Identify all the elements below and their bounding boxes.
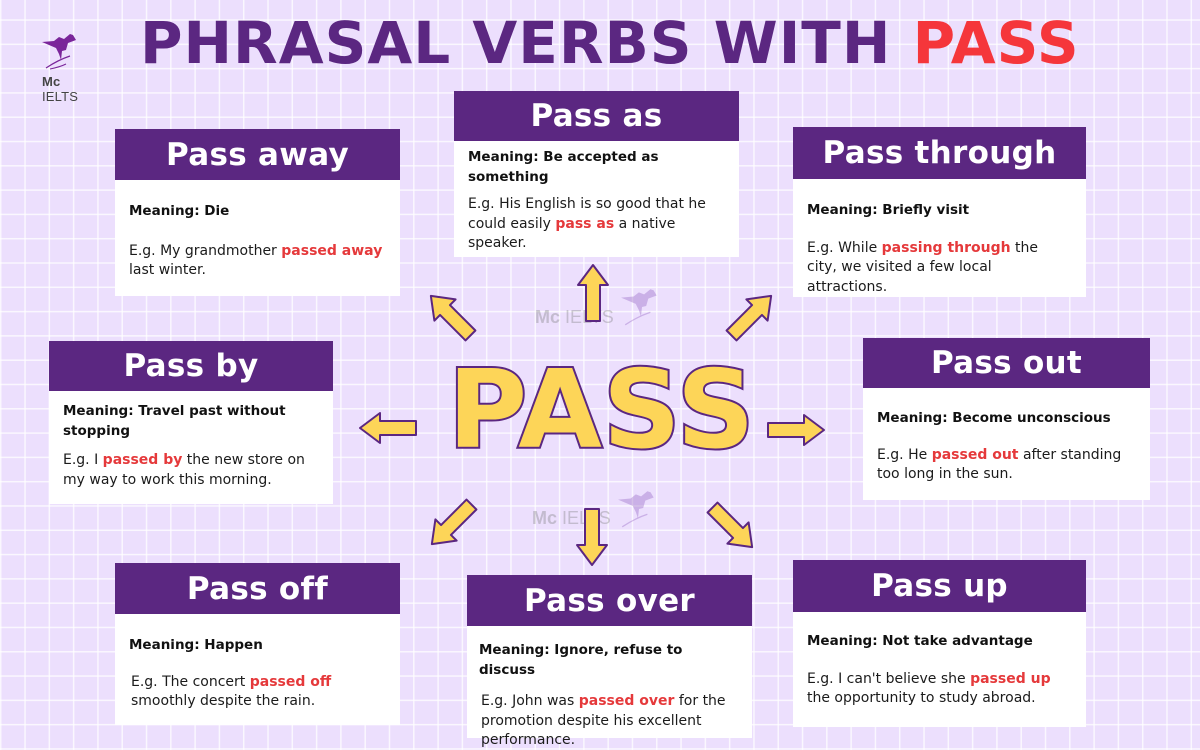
card-example: E.g. John was passed over for the promot… (481, 693, 726, 748)
page-title: PHRASAL VERBS WITH PASS (140, 10, 1080, 76)
highlighted-phrase: passed off (249, 673, 332, 690)
card-meaning: Meaning: Briefly visit (807, 202, 970, 218)
card-pass-as: Pass as Meaning: Be accepted as somethin… (454, 91, 739, 257)
title-accent: PASS (912, 9, 1080, 77)
arrow-right-icon (767, 414, 825, 446)
card-pass-up: Pass up Meaning: Not take advantage E.g.… (793, 560, 1086, 727)
card-pass-away: Pass away Meaning: Die E.g. My grandmoth… (115, 129, 400, 296)
arrow-down-icon (576, 508, 608, 566)
hummingbird-icon (42, 34, 76, 70)
highlighted-phrase: passed up (970, 670, 1051, 687)
center-word: PASS (446, 348, 757, 473)
highlighted-phrase: pass as (555, 215, 615, 232)
card-title: Pass away (115, 129, 400, 180)
card-pass-over: Pass over Meaning: Ignore, refuse to dis… (467, 575, 752, 748)
card-example: E.g. The concert passed off smoothly des… (131, 673, 332, 710)
highlighted-phrase: passed out (931, 446, 1019, 463)
watermark-hummingbird-icon (621, 289, 657, 326)
card-example: E.g. While passing through the city, we … (807, 239, 1039, 295)
highlighted-phrase: passed away (281, 242, 383, 259)
card-example: E.g. His English is so good that he coul… (468, 196, 706, 251)
card-title: Pass up (793, 560, 1086, 612)
card-example: E.g. I can't believe she passed up the o… (807, 670, 1051, 707)
arrow-up-icon (577, 264, 609, 322)
logo-text: Mc IELTS (42, 74, 79, 104)
card-meaning: Meaning: Become unconscious (877, 410, 1111, 426)
arrow-down-right-icon (700, 495, 764, 559)
watermark-hummingbird-icon (618, 491, 654, 528)
card-meaning: Meaning: Not take advantage (807, 633, 1033, 649)
card-title: Pass off (115, 563, 400, 614)
card-pass-through: Pass through Meaning: Briefly visit E.g.… (793, 127, 1086, 297)
card-title: Pass through (793, 127, 1086, 179)
card-meaning: Meaning: Be accepted as something (468, 149, 659, 185)
card-example: E.g. He passed out after standing too lo… (877, 446, 1122, 483)
card-title: Pass over (467, 575, 752, 626)
mc-ielts-logo: Mc IELTS (32, 30, 92, 104)
highlighted-phrase: passing through (881, 239, 1011, 256)
card-meaning: Meaning: Ignore, refuse to discuss (479, 642, 683, 678)
card-title: Pass out (863, 338, 1150, 388)
card-example: E.g. My grandmother passed away last win… (129, 242, 383, 279)
arrow-up-left-icon (419, 284, 483, 348)
arrow-down-left-icon (420, 492, 484, 556)
card-meaning: Meaning: Travel past without stopping (63, 403, 286, 439)
card-example: E.g. I passed by the new store on my way… (63, 452, 305, 488)
card-meaning: Meaning: Die (129, 203, 230, 219)
card-title: Pass as (454, 91, 739, 141)
card-pass-by: Pass by Meaning: Travel past without sto… (49, 341, 333, 504)
highlighted-phrase: passed by (102, 452, 183, 468)
card-pass-off: Pass off Meaning: Happen E.g. The concer… (115, 563, 400, 725)
card-meaning: Meaning: Happen (129, 637, 263, 653)
arrow-left-icon (359, 412, 417, 444)
highlighted-phrase: passed over (578, 693, 675, 709)
card-pass-out: Pass out Meaning: Become unconscious E.g… (863, 338, 1150, 500)
title-main: PHRASAL VERBS WITH (140, 9, 913, 77)
card-title: Pass by (49, 341, 333, 391)
arrow-up-right-icon (719, 284, 783, 348)
